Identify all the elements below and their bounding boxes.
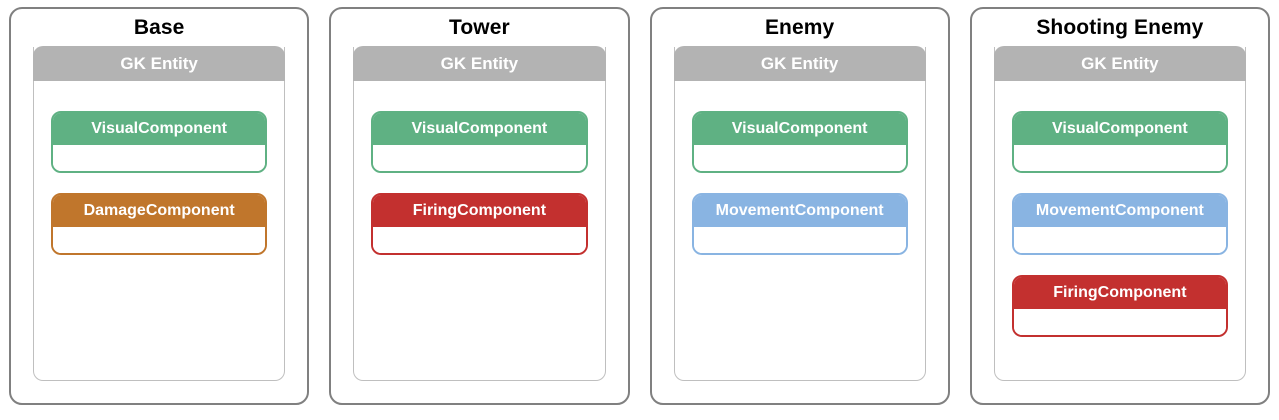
component-name-label: VisualComponent [693,113,906,145]
component-body-area [1013,145,1226,171]
component-body-area [373,145,586,171]
component-body-area [693,145,906,171]
entity-title: Base [133,16,185,39]
component-card-visualcomponent: VisualComponent [691,111,908,173]
gk-entity-header-label: GK Entity [353,46,606,81]
component-card-visualcomponent: VisualComponent [1011,111,1228,173]
component-body-area [1013,309,1226,335]
component-card-firingcomponent: FiringComponent [371,193,588,255]
component-card-visualcomponent: VisualComponent [371,111,588,173]
gk-entity-header-label: GK Entity [673,46,926,81]
component-name-label: VisualComponent [1013,113,1226,145]
component-card-damagecomponent: DamageComponent [51,193,268,255]
component-body-area [373,227,586,253]
component-body-area [53,227,266,253]
component-card-movementcomponent: MovementComponent [1011,193,1228,255]
component-name-label: FiringComponent [1013,277,1226,309]
component-card-movementcomponent: MovementComponent [691,193,908,255]
entity-title: Enemy [764,16,835,39]
gk-entity-header-label: GK Entity [33,46,286,81]
component-name-label: MovementComponent [693,195,906,227]
component-body-area [693,227,906,253]
entity-title: Shooting Enemy [1036,16,1204,39]
component-name-label: VisualComponent [53,113,266,145]
component-card-visualcomponent: VisualComponent [51,111,268,173]
component-card-firingcomponent: FiringComponent [1011,275,1228,337]
component-name-label: FiringComponent [373,195,586,227]
component-name-label: MovementComponent [1013,195,1226,227]
component-name-label: DamageComponent [53,195,266,227]
component-name-label: VisualComponent [373,113,586,145]
entity-title: Tower [448,16,510,39]
component-body-area [53,145,266,171]
component-body-area [1013,227,1226,253]
gk-entity-header-label: GK Entity [993,46,1246,81]
